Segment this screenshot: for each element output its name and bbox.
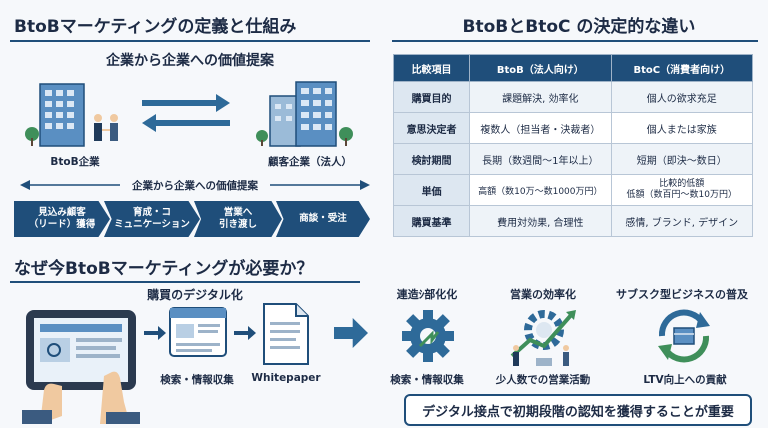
header-item: 比較項目 xyxy=(392,54,471,82)
why-underline xyxy=(10,281,360,283)
table-row: 意思決定者 複数人（担当者・決裁者） 個人または家族 xyxy=(392,112,754,144)
client-company-label: 顧客企業（法人） xyxy=(268,156,352,168)
arrow-right-icon xyxy=(234,326,256,340)
table-row: 検討期間 長期（数週間～1年以上） 短期（即決～数日） xyxy=(392,143,754,175)
header-btob: BtoB（法人向け） xyxy=(469,54,612,82)
title-underline xyxy=(10,40,370,42)
header-btoc: BtoC（消費者向け） xyxy=(610,54,754,82)
table-row: 購買目的 課題解決, 効率化 個人の欲求充足 xyxy=(392,81,754,113)
row-btob-value: 複数人（担当者・決裁者） xyxy=(469,112,612,144)
row-btoc-value: 比較的低額 低額（数百円～数10万円） xyxy=(610,174,754,206)
step-deal-closing: 商談・受注 xyxy=(276,201,370,237)
flow-bracket xyxy=(20,180,370,190)
arrow-right-icon xyxy=(144,326,166,340)
row-label: 意思決定者 xyxy=(392,112,471,144)
whitepaper-document-icon xyxy=(263,303,309,365)
row-btob-value: 費用対効果, 合理性 xyxy=(469,205,612,237)
btob-company-label: BtoB企業 xyxy=(50,156,100,168)
row-label: 購買基準 xyxy=(392,205,471,237)
tablet-hand-illustration xyxy=(22,310,140,424)
digital-title: 購買のデジタル化 xyxy=(147,288,243,302)
team-growth-icon xyxy=(510,310,576,366)
row-btob-value: 長期（数週間～1年以上） xyxy=(469,143,612,175)
conclusion-box: デジタル接点で初期段階の認知を獲得することが重要 xyxy=(404,394,752,426)
table-row: 単価 高額（数10万～数1000万円） 比較的低額 低額（数百円～数10万円） xyxy=(392,174,754,206)
step-lead-acquisition-label: 見込み顧客 （リード）獲得 xyxy=(28,207,96,230)
comparison-table: 比較項目 BtoB（法人向け） BtoC（消費者向け） 購買目的 課題解決, 効… xyxy=(392,54,754,237)
exchange-arrows-icon xyxy=(142,94,230,132)
browser-search-icon xyxy=(169,307,227,357)
point-1-title: 連造ｼ部化化 xyxy=(396,288,458,301)
row-btoc-value: 個人または家族 xyxy=(610,112,754,144)
row-btob-value: 課題解決, 効率化 xyxy=(469,81,612,113)
row-label: 単価 xyxy=(392,174,471,206)
value-proposition-subtitle: 企業から企業への価値提案 xyxy=(106,53,274,69)
point-2-caption: 少人数での営業活動 xyxy=(495,374,591,386)
row-label: 購買目的 xyxy=(392,81,471,113)
comparison-title: BtoBとBtoC の決定的な違い xyxy=(462,17,696,37)
point-3-title: サブスク型ビジネスの普及 xyxy=(616,288,748,301)
big-arrow-icon xyxy=(334,318,368,348)
gear-icon xyxy=(402,310,454,362)
search-label: 検索・情報収集 xyxy=(160,374,234,386)
row-label: 検討期間 xyxy=(392,143,471,175)
step-lead-acquisition: 見込み顧客 （リード）獲得 xyxy=(14,201,110,237)
subscription-cycle-icon xyxy=(658,309,710,363)
step-handover-label: 営業へ 引き渡し xyxy=(218,207,257,230)
step-nurturing: 育成・コ ミュニケーション xyxy=(104,201,200,237)
row-btoc-value: 感情, ブランド, デザイン xyxy=(610,205,754,237)
row-btob-value: 高額（数10万～数1000万円） xyxy=(469,174,612,206)
conclusion-text: デジタル接点で初期段階の認知を獲得することが重要 xyxy=(422,404,734,420)
point-1-caption: 検索・情報収集 xyxy=(390,374,464,386)
table-header-row: 比較項目 BtoB（法人向け） BtoC（消費者向け） xyxy=(392,54,754,82)
btob-company-illustration xyxy=(25,83,118,147)
point-3-caption: LTV向上への貢献 xyxy=(643,374,727,386)
table-row: 購買基準 費用対効果, 合理性 感情, ブランド, デザイン xyxy=(392,205,754,237)
why-title: なぜ今BtoBマーケティングが必要か？ xyxy=(14,259,314,279)
flow-label: 企業から企業への価値提案 xyxy=(132,180,258,192)
step-deal-closing-label: 商談・受注 xyxy=(299,213,347,225)
row-btoc-value: 短期（即決～数日） xyxy=(610,143,754,175)
definition-title: BtoBマーケティングの定義と仕組み xyxy=(14,17,297,37)
step-handover: 営業へ 引き渡し xyxy=(194,201,282,237)
comparison-underline xyxy=(392,40,758,42)
row-btoc-value: 個人の欲求充足 xyxy=(610,81,754,113)
step-nurturing-label: 育成・コ ミュニケーション xyxy=(114,207,190,230)
client-company-illustration xyxy=(256,81,353,147)
point-2-title: 営業の効率化 xyxy=(510,288,576,301)
whitepaper-label: Whitepaper xyxy=(251,372,321,384)
